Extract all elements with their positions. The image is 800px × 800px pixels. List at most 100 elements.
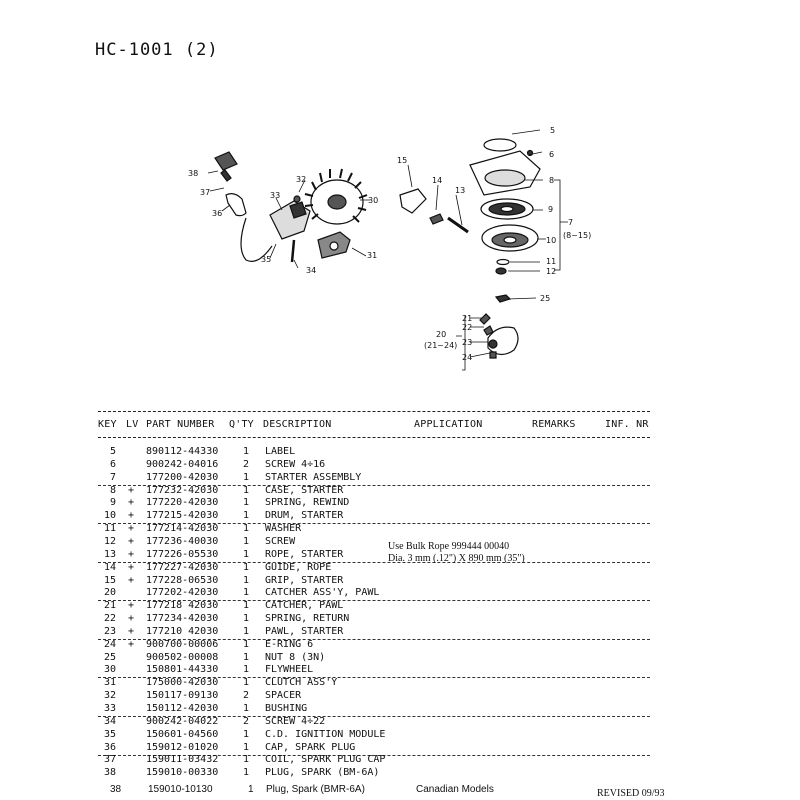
row-description: GRIP, STARTER: [265, 574, 344, 586]
row-part-number: 150117-09130: [146, 690, 219, 702]
nut-drawing: [494, 294, 512, 303]
starter-drum-drawing: [481, 224, 539, 252]
row-key: 22: [103, 613, 116, 625]
row-qty: 1: [243, 574, 250, 586]
callout-21: 21: [462, 314, 472, 323]
row-qty: 1: [243, 741, 250, 753]
row-key: 33: [103, 703, 116, 714]
row-part-number: 900242-04016: [146, 458, 219, 470]
row-description: CASE, STARTER: [265, 484, 344, 496]
spark-plug-drawing: [214, 151, 238, 182]
row-description: E-RING 6: [265, 638, 314, 650]
header-description: DESCRIPTION: [263, 419, 332, 430]
row-qty: 1: [243, 767, 250, 779]
table-header-rule: [98, 437, 650, 438]
header-qty: Q'TY: [229, 419, 254, 430]
row-description: CAP, SPARK PLUG: [265, 741, 356, 753]
header-inf-nr: INF. NR: [605, 419, 649, 430]
table-row-last: 38 159010-10130 1 Plug, Spark (BMR-6A) C…: [98, 784, 650, 797]
callout-37: 37: [200, 188, 210, 197]
row-qty: 1: [243, 703, 250, 714]
callout-33: 33: [270, 191, 280, 200]
row-key: 20: [103, 587, 116, 599]
row-qty: 1: [243, 510, 250, 522]
row-description: SCREW: [265, 535, 296, 547]
callout-13: 13: [455, 186, 465, 195]
row-key: 35: [103, 728, 116, 740]
row-key: 10: [103, 510, 116, 522]
callout-10: 10: [546, 236, 556, 245]
callout-31: 31: [367, 251, 377, 260]
starter-rope-drawing: [447, 216, 469, 234]
starter-case-drawing: [469, 138, 541, 196]
row-part-number: 159011-03432: [146, 754, 219, 766]
row-part-number: 177226-05530: [146, 548, 219, 560]
header-lv: LV: [126, 419, 139, 430]
row-part-number: 890112-44330: [146, 446, 219, 457]
callout-7: 7: [568, 218, 573, 227]
callout-7-range: (8~15): [563, 231, 591, 240]
starter-grip-drawing: [399, 188, 444, 225]
row-qty: 1: [243, 728, 250, 740]
ignition-module-drawing: [269, 200, 311, 240]
callout-38: 38: [188, 169, 198, 178]
row-qty: 1: [243, 651, 250, 663]
row-level: +: [128, 600, 135, 612]
row-description: SCREW 4÷22: [265, 715, 326, 727]
row-key: 5: [109, 446, 116, 457]
row-key: 12: [103, 535, 116, 547]
row-key: 13: [103, 548, 116, 560]
row-description: DRUM, STARTER: [265, 510, 344, 522]
row-qty: 1: [243, 600, 250, 612]
row-key: 25: [103, 651, 116, 663]
callout-6: 6: [549, 150, 554, 159]
row-description: CATCHER ASS'Y, PAWL: [265, 587, 380, 599]
row-key: 38: [103, 767, 116, 779]
flywheel-drawing: [304, 168, 368, 225]
row-level: +: [128, 625, 135, 637]
row-key: 21: [103, 600, 116, 612]
row-key: 6: [109, 458, 116, 470]
row-qty: 1: [243, 497, 250, 509]
row-level: +: [128, 523, 135, 535]
row-description: FLYWHEEL: [265, 664, 314, 676]
row-qty: 1: [243, 561, 250, 573]
row-description: SPACER: [265, 690, 302, 702]
row-qty: 1: [243, 613, 250, 625]
callout-30: 30: [368, 196, 378, 205]
row-key: 9: [109, 497, 116, 509]
row-part-number: 150801-44330: [146, 664, 219, 676]
callout-20-range: (21~24): [424, 341, 457, 350]
row-qty: 1: [243, 523, 250, 535]
row-qty: 1: [243, 548, 250, 560]
row-application: Canadian Models: [416, 784, 494, 795]
row-qty: 1: [243, 754, 250, 766]
row-part-number: 177220-42030: [146, 497, 219, 509]
callout-9: 9: [548, 205, 553, 214]
row-qty: 1: [243, 471, 250, 483]
row-key: 23: [103, 625, 116, 637]
row-part-number: 177236-40030: [146, 535, 219, 547]
revision-date: REVISED 09/93: [597, 788, 665, 799]
row-description: CLUTCH ASS'Y: [265, 677, 338, 689]
header-key: KEY: [98, 419, 117, 430]
row-description: C.D. IGNITION MODULE: [265, 728, 386, 740]
row-key: 7: [109, 471, 116, 483]
row-description: COIL, SPARK PLUG CAP: [265, 754, 386, 766]
row-description: SPRING, REWIND: [265, 497, 350, 509]
row-description: NUT 8 (3N): [265, 651, 326, 663]
row-key: 36: [103, 741, 116, 753]
callout-22: 22: [462, 323, 472, 332]
row-qty: 2: [243, 458, 250, 470]
